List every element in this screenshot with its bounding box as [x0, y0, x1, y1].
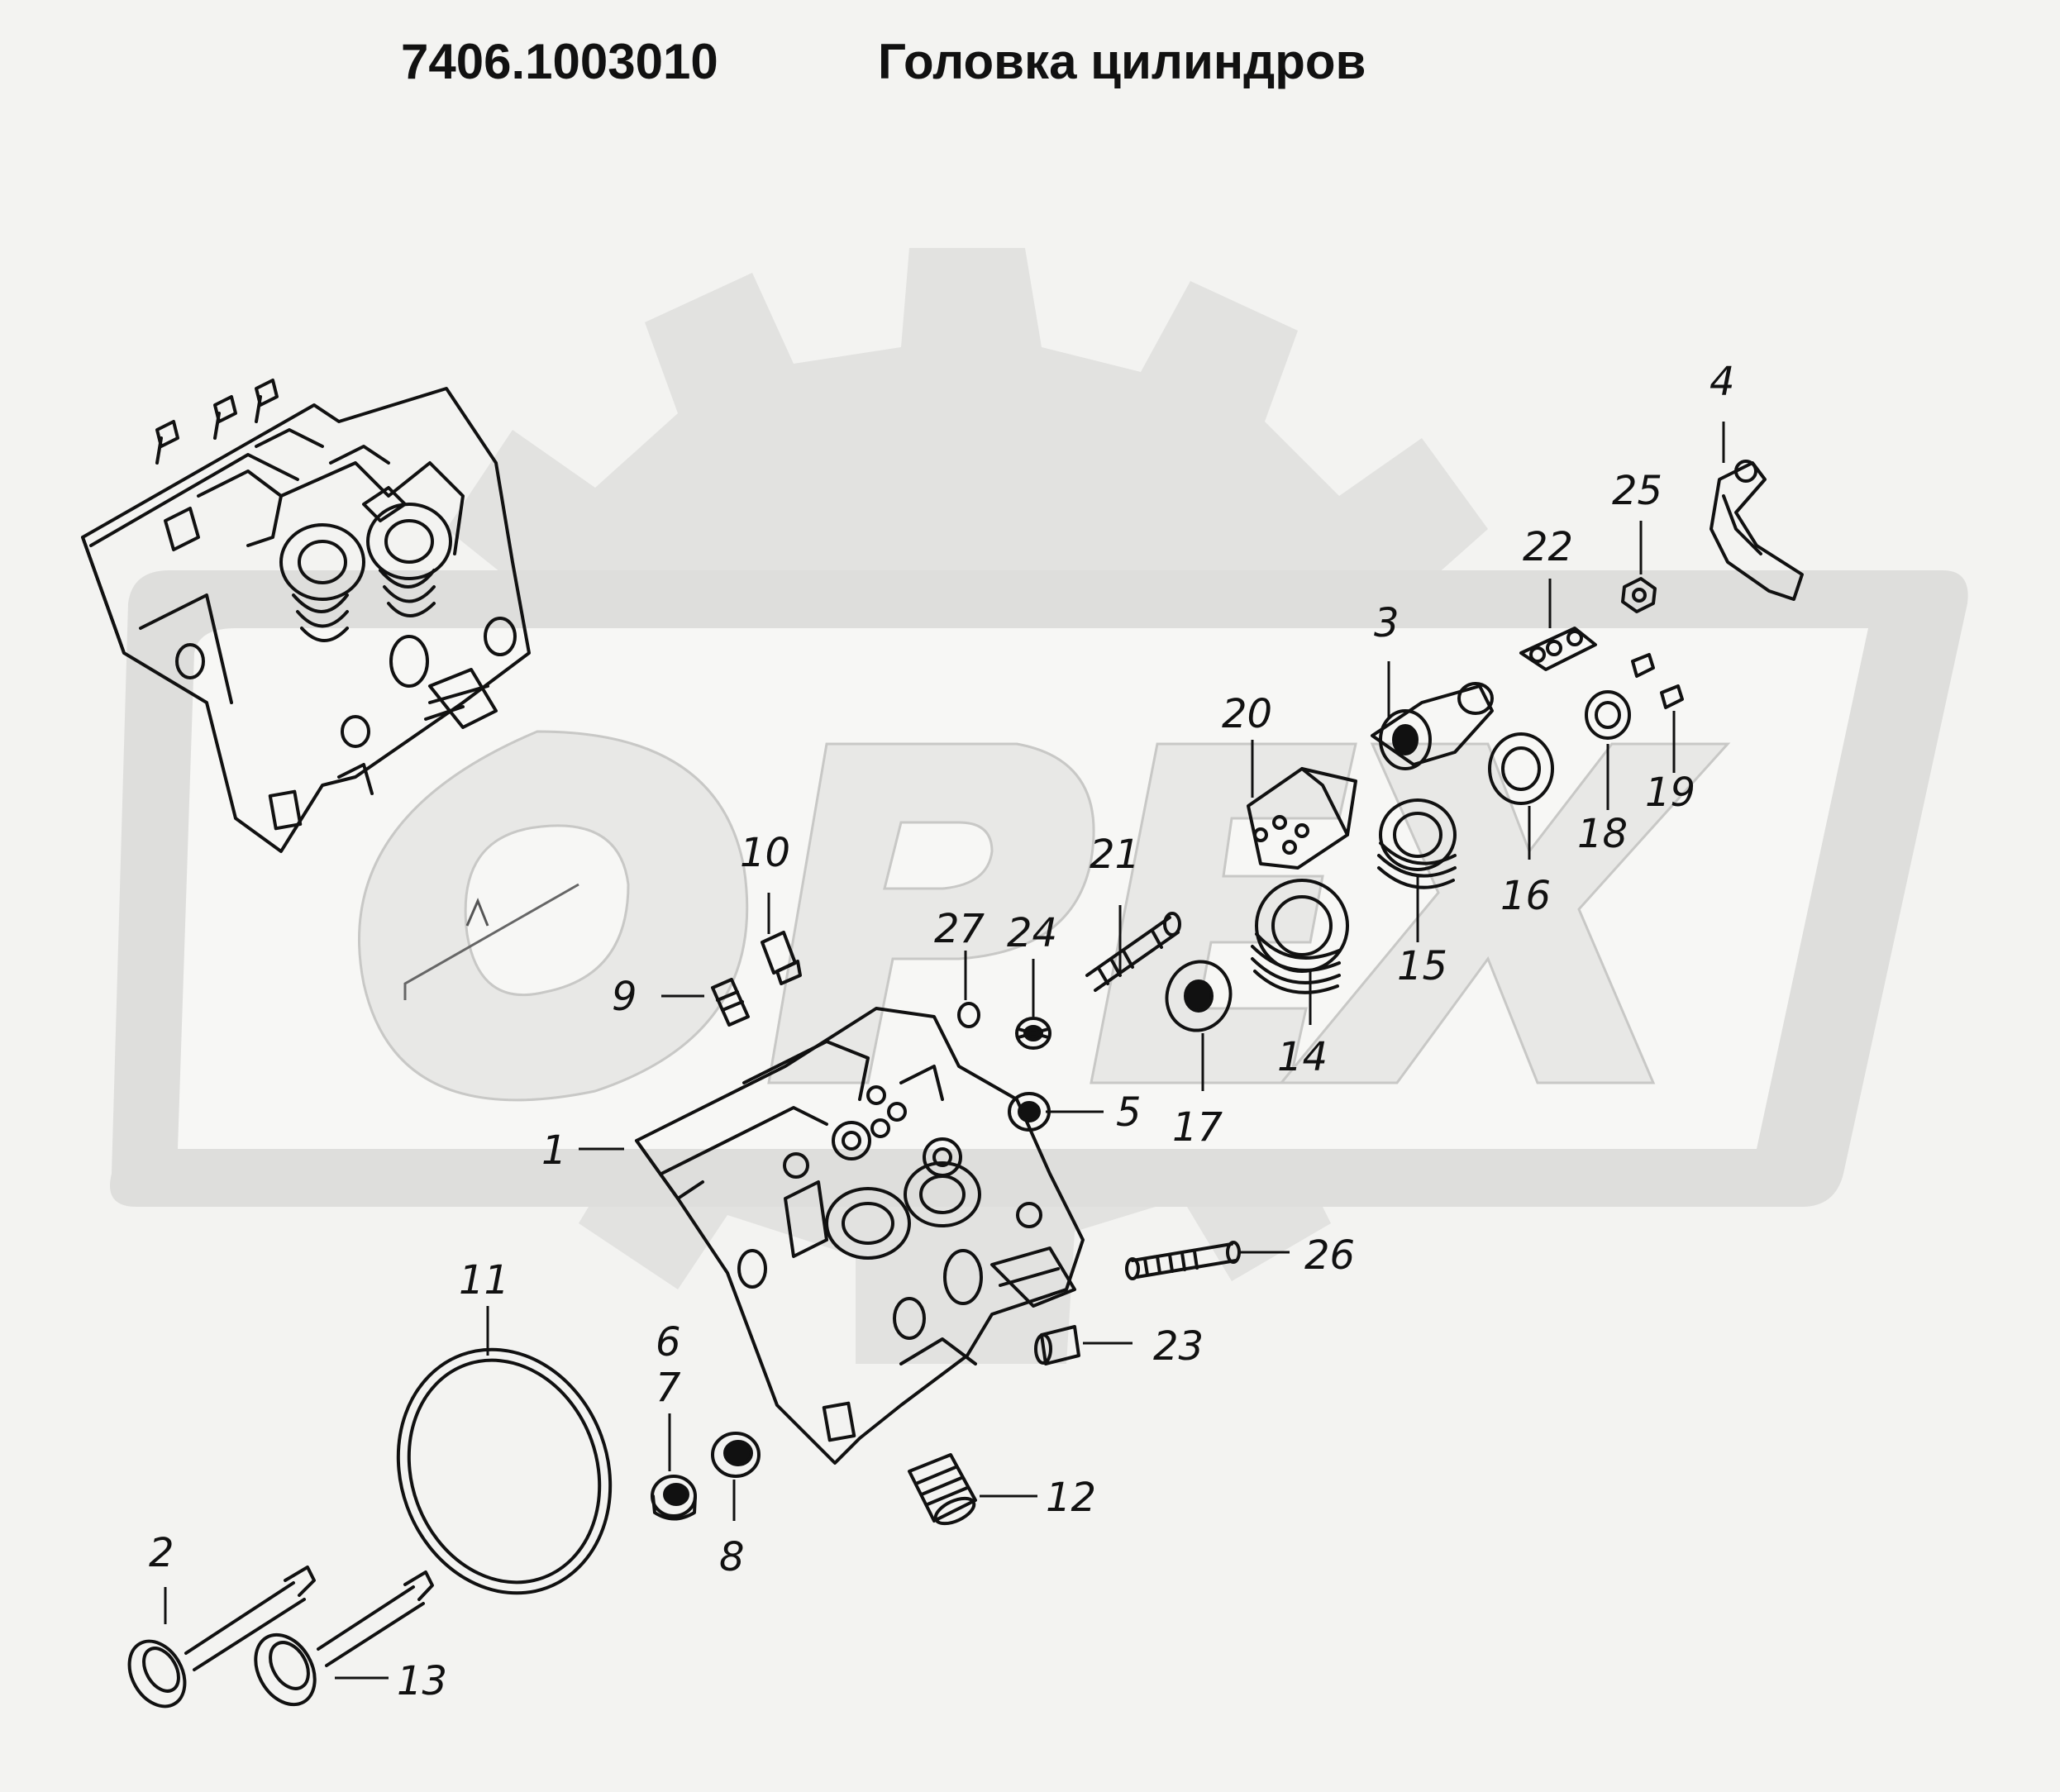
callout-16: 16: [1500, 873, 1551, 919]
callout-10: 10: [740, 830, 790, 876]
part-16-ring: [1488, 732, 1554, 805]
callout-1: 1: [541, 1127, 567, 1174]
diagram-header: 7406.1003010 Головка цилиндров: [0, 33, 2060, 107]
callout-12: 12: [1046, 1475, 1096, 1521]
watermark: [110, 248, 1968, 1364]
part-21-stud: [1085, 912, 1181, 992]
part-9-plug: [711, 978, 750, 1027]
callout-7: 7: [656, 1365, 681, 1411]
part-11-gasket-ring: [396, 1347, 613, 1595]
callout-22: 22: [1523, 524, 1573, 570]
part-19-valve-keepers: [1631, 653, 1684, 709]
callout-26: 26: [1304, 1232, 1355, 1279]
callout-17: 17: [1172, 1104, 1223, 1151]
part-7-valve-seal: [651, 1475, 697, 1521]
callout-3: 3: [1374, 600, 1400, 646]
callout-2: 2: [149, 1530, 174, 1576]
leader-lines: [164, 422, 1725, 1680]
callout-21: 21: [1090, 832, 1140, 878]
part-24-small-spring: [1015, 1017, 1051, 1050]
part-15-inner-spring: [1377, 798, 1457, 889]
callout-13: 13: [397, 1658, 447, 1704]
callout-23: 23: [1153, 1323, 1204, 1370]
cylinder-head-assembly-drawing: [81, 379, 531, 853]
part-23-plug: [1034, 1325, 1080, 1365]
part-14-outer-spring: [1251, 879, 1349, 994]
part-27-pin: [957, 1002, 980, 1028]
callout-11: 11: [459, 1257, 509, 1303]
part-18-ring: [1585, 690, 1631, 740]
callout-5: 5: [1116, 1089, 1142, 1136]
part-13-valve: [254, 1570, 434, 1707]
watermark-letter-o: [357, 730, 749, 1102]
part-8-seat-ring: [711, 1432, 761, 1478]
callout-19: 19: [1645, 770, 1695, 816]
part-26-stud: [1125, 1241, 1241, 1280]
part-2-valve: [127, 1566, 316, 1709]
callout-20: 20: [1222, 691, 1272, 737]
part-20-rocker-bracket: [1247, 767, 1357, 870]
part-17-spring-washer: [1165, 960, 1233, 1032]
callout-15: 15: [1397, 943, 1447, 989]
callout-24: 24: [1007, 910, 1057, 956]
callout-25: 25: [1612, 468, 1662, 514]
part-25-nut: [1621, 577, 1657, 613]
part-22-bracket: [1519, 627, 1597, 671]
part-12-valve-guide: [908, 1453, 977, 1526]
callout-27: 27: [934, 906, 985, 952]
callout-18: 18: [1577, 811, 1628, 857]
callout-4: 4: [1710, 359, 1735, 405]
callout-labels: 1 2 3 4 5 6 7 8 9 10 11 12 13 14 15 16 1…: [149, 359, 1735, 1704]
part-4-rocker-arm: [1710, 460, 1804, 601]
watermark-letter-p: [767, 742, 1095, 1084]
callout-9: 9: [612, 974, 637, 1020]
diagram-title: Головка цилиндров: [878, 34, 1366, 89]
part-10-plug: [761, 931, 802, 985]
part-number: 7406.1003010: [401, 34, 718, 89]
part-3-rocker-arm: [1371, 682, 1494, 770]
callout-8: 8: [719, 1534, 745, 1580]
part-1-cylinder-head: [635, 1007, 1085, 1465]
callout-6: 6: [656, 1319, 681, 1365]
callout-14: 14: [1277, 1034, 1328, 1080]
